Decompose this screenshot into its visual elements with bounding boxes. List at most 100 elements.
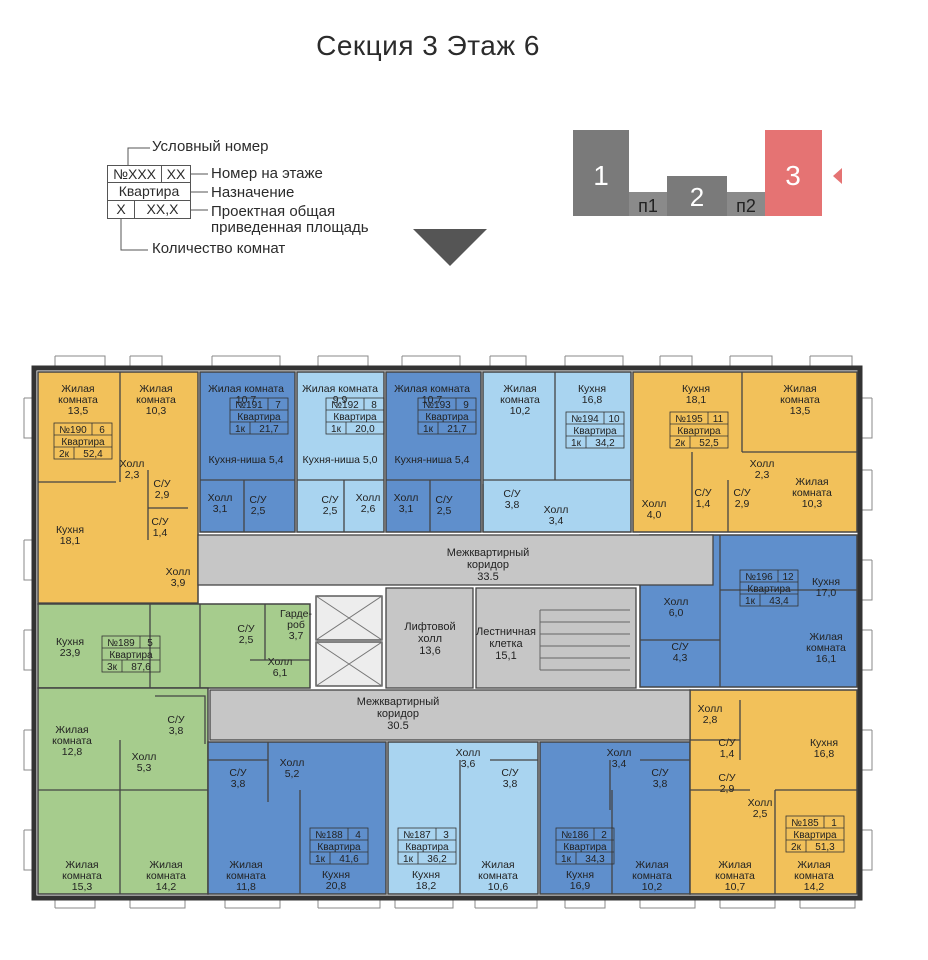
apt-floor-number: 2 — [601, 830, 607, 841]
room-label: Кухня — [56, 636, 84, 648]
page-title: Секция 3 Этаж 6 — [316, 30, 540, 61]
room-label: Кухня — [412, 869, 440, 881]
apt-area: 87,6 — [131, 662, 151, 673]
apt-area: 43,4 — [769, 596, 789, 607]
room-label: Кухня-ниша 5,0 — [302, 454, 377, 466]
room-area: 13,5 — [68, 405, 89, 417]
room-label: Жилая комната — [394, 383, 470, 395]
passage-2-block[interactable] — [727, 192, 765, 216]
apt-area: 34,2 — [595, 438, 615, 449]
apt-194-area[interactable] — [482, 371, 632, 533]
apt-rooms: 1к — [561, 854, 572, 865]
apt-floor-number: 9 — [463, 400, 469, 411]
room-label: С/У — [694, 487, 712, 499]
room-label: Жилая — [55, 724, 88, 736]
room-label: Жилая — [229, 859, 262, 871]
apt-192-area[interactable] — [296, 371, 385, 533]
room-label: комната — [52, 735, 92, 747]
room-label: Кухня — [812, 576, 840, 588]
apt-rooms: 1к — [235, 424, 246, 435]
apt-rooms: 1к — [331, 424, 342, 435]
apt-area: 21,7 — [447, 424, 467, 435]
apt-187-area[interactable] — [387, 741, 539, 895]
apt-193-area[interactable] — [385, 371, 482, 533]
section-3-block[interactable] — [765, 130, 822, 216]
apt-purpose: Квартира — [405, 842, 449, 853]
legend-area-line1: Проектная общая — [211, 203, 336, 220]
apt-rooms: 3к — [107, 662, 118, 673]
apt-purpose: Квартира — [425, 412, 469, 423]
room-area: 10,2 — [510, 405, 531, 417]
apt-number: №189 — [107, 638, 135, 649]
room-area: 10,2 — [642, 881, 663, 893]
room-area: 3,8 — [653, 778, 668, 790]
room-area: 2,5 — [753, 808, 768, 820]
room-label: комната — [806, 642, 846, 654]
room-label: С/У — [237, 623, 255, 635]
room-area: 2,5 — [437, 505, 452, 517]
room-area: 1,4 — [720, 748, 735, 760]
room-area: 3,8 — [231, 778, 246, 790]
room-area: 2,5 — [251, 505, 266, 517]
apt-purpose: Квартира — [333, 412, 377, 423]
room-label: Жилая — [503, 383, 536, 395]
room-area: 6,0 — [669, 607, 684, 619]
apt-185-area[interactable] — [689, 689, 858, 895]
apt-rooms: 2к — [59, 449, 70, 460]
apt-floor-number: 5 — [147, 638, 153, 649]
room-area: 16,9 — [570, 880, 591, 892]
room-label: С/У — [153, 478, 171, 490]
apt-186-area[interactable] — [539, 741, 691, 895]
apt-190-area[interactable] — [37, 371, 199, 605]
section-2-label: 2 — [690, 182, 704, 212]
room-area: 20,8 — [326, 880, 347, 892]
legend-lines — [120, 147, 208, 251]
apt-area: 21,7 — [259, 424, 279, 435]
room-label: С/У — [249, 494, 267, 506]
passage-1-label: п1 — [638, 196, 658, 216]
room-label: Холл — [208, 492, 233, 504]
section-2-block[interactable] — [667, 176, 727, 216]
stair-label-2: клетка — [489, 638, 523, 650]
room-label: С/У — [501, 767, 519, 779]
apt-area: 52,4 — [83, 449, 103, 460]
room-label: Холл — [268, 656, 293, 668]
apt-191-area[interactable] — [199, 371, 296, 533]
section-1-block[interactable] — [573, 130, 629, 216]
apt-floor-number: 11 — [713, 414, 724, 425]
apt-188-area[interactable] — [207, 741, 387, 895]
room-area: 3,4 — [549, 515, 564, 527]
apt-area: 20,0 — [355, 424, 375, 435]
room-area: 10,7 — [422, 394, 443, 406]
windows — [23, 355, 873, 909]
room-label: Кухня — [810, 737, 838, 749]
room-label: комната — [226, 870, 266, 882]
apt-189b-area[interactable] — [37, 687, 209, 895]
corridor-top-label-1: Межквартирный — [447, 547, 530, 559]
apt-number: №190 — [59, 425, 87, 436]
room-label: комната — [715, 870, 755, 882]
passage-1-block[interactable] — [629, 192, 667, 216]
room-area: 6,1 — [273, 667, 288, 679]
apt-purpose: Квартира — [573, 426, 617, 437]
room-label: комната — [792, 487, 832, 499]
apt-purpose: Квартира — [317, 842, 361, 853]
apt-floor-number: 12 — [782, 572, 794, 583]
lift-hall-area-label: 13,6 — [419, 645, 440, 657]
room-label: Холл — [642, 498, 667, 510]
room-label: Кухня — [682, 383, 710, 395]
apt-number: №186 — [561, 830, 589, 841]
